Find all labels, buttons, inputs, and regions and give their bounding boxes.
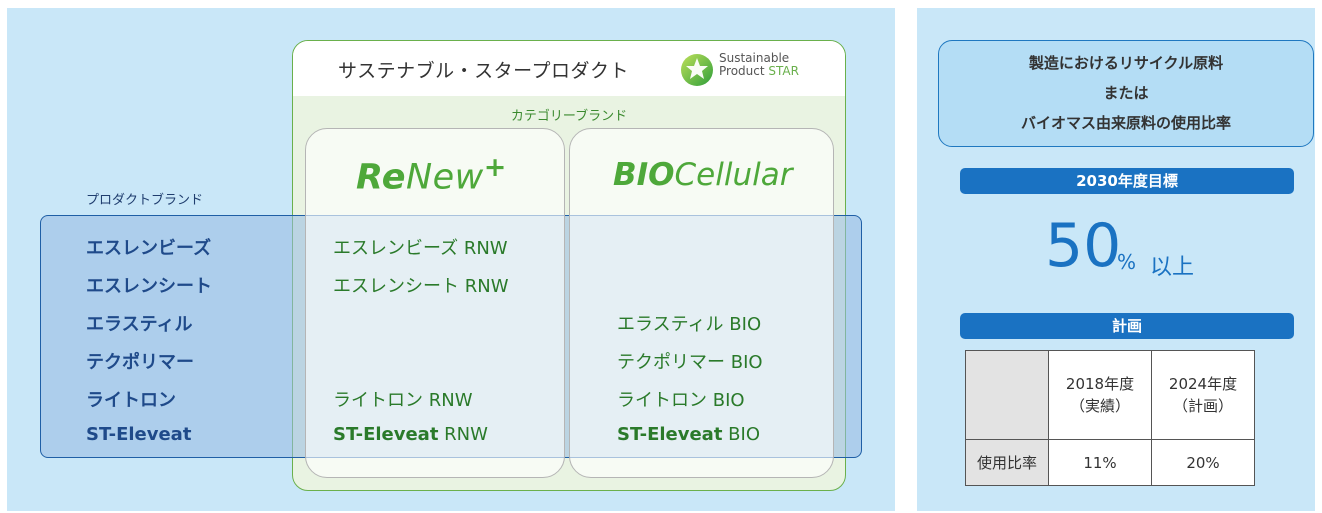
year-label: 2018年度 (1065, 375, 1135, 393)
year-note: （実績） (1069, 397, 1130, 415)
renew-item-suffix: RNW (438, 424, 488, 445)
brand-item: テクポリマー (86, 352, 194, 373)
renew-logo-new: New (405, 157, 484, 198)
brand-item: ライトロン (86, 390, 176, 411)
bio-item: ST-Eleveat BIO (617, 424, 760, 445)
renew-item: ライトロン RNW (333, 390, 473, 411)
bio-item-brand: ST-Eleveat (617, 424, 723, 445)
bio-item-suffix: BIO (722, 424, 760, 445)
brand-item: エスレンシート (86, 276, 212, 297)
metric-line: バイオマス由来原料の使用比率 (1020, 114, 1231, 132)
table-corner-cell (965, 350, 1049, 440)
badge-product: Product (719, 64, 769, 78)
bio-item: テクポリマー BIO (617, 352, 763, 373)
metric-line: または (1103, 84, 1149, 102)
sustainable-star-logo-icon (681, 54, 713, 86)
product-brand-label: プロダクトブランド (86, 193, 204, 208)
brand-item: エラスティル (86, 314, 193, 335)
renew-item: エスレンシート RNW (333, 276, 509, 297)
bio-logo-bio: BIO (613, 157, 675, 193)
table-row: 使用比率 11% 20% (965, 439, 1255, 486)
renew-item: ST-Eleveat RNW (333, 424, 488, 445)
title-bar (293, 41, 845, 96)
metric-description-box (938, 40, 1314, 147)
plan-table: 2018年度 （実績） 2024年度 （計画） 使用比率 11% 20% (965, 350, 1255, 486)
table-header-2024: 2024年度 （計画） (1151, 350, 1255, 440)
table-row: 2018年度 （実績） 2024年度 （計画） (965, 350, 1255, 440)
target-unit: % (1117, 250, 1137, 274)
renew-logo-plus: + (483, 152, 507, 183)
table-value-2024: 20% (1151, 439, 1255, 486)
frame-title: サステナブル・スタープロダクト (338, 60, 629, 82)
bio-logo-cellular: Cellular (674, 157, 793, 193)
bio-item: ライトロン BIO (617, 390, 745, 411)
badge-star: STAR (768, 64, 799, 78)
table-value-2018: 11% (1048, 439, 1152, 486)
badge-text-line2: Product STAR (719, 65, 799, 78)
category-brand-label: カテゴリーブランド (510, 109, 628, 124)
bio-item: エラスティル BIO (617, 314, 762, 335)
renew-item: エスレンビーズ RNW (333, 238, 508, 259)
renew-logo-re: Re (356, 157, 406, 198)
brand-item: ST-Eleveat (86, 424, 192, 445)
year-label: 2024年度 (1168, 375, 1238, 393)
plan-pill: 計画 (960, 313, 1294, 339)
renew-card (305, 128, 565, 478)
renew-item-brand: ST-Eleveat (333, 424, 439, 445)
target-suffix: 以上 (1150, 255, 1195, 280)
brand-item: エスレンビーズ (86, 238, 212, 259)
target-pill: 2030年度目標 (960, 168, 1294, 194)
badge-text-line1: Sustainable (719, 51, 790, 65)
target-value: 50 (1045, 211, 1122, 281)
biocellular-logo: BIOCellular (613, 157, 792, 193)
renew-logo: ReNew+ (356, 152, 507, 198)
table-row-label: 使用比率 (965, 439, 1049, 486)
biocellular-card (569, 128, 834, 478)
table-header-2018: 2018年度 （実績） (1048, 350, 1152, 440)
metric-line: 製造におけるリサイクル原料 (1028, 54, 1224, 72)
year-note: （計画） (1172, 397, 1233, 415)
